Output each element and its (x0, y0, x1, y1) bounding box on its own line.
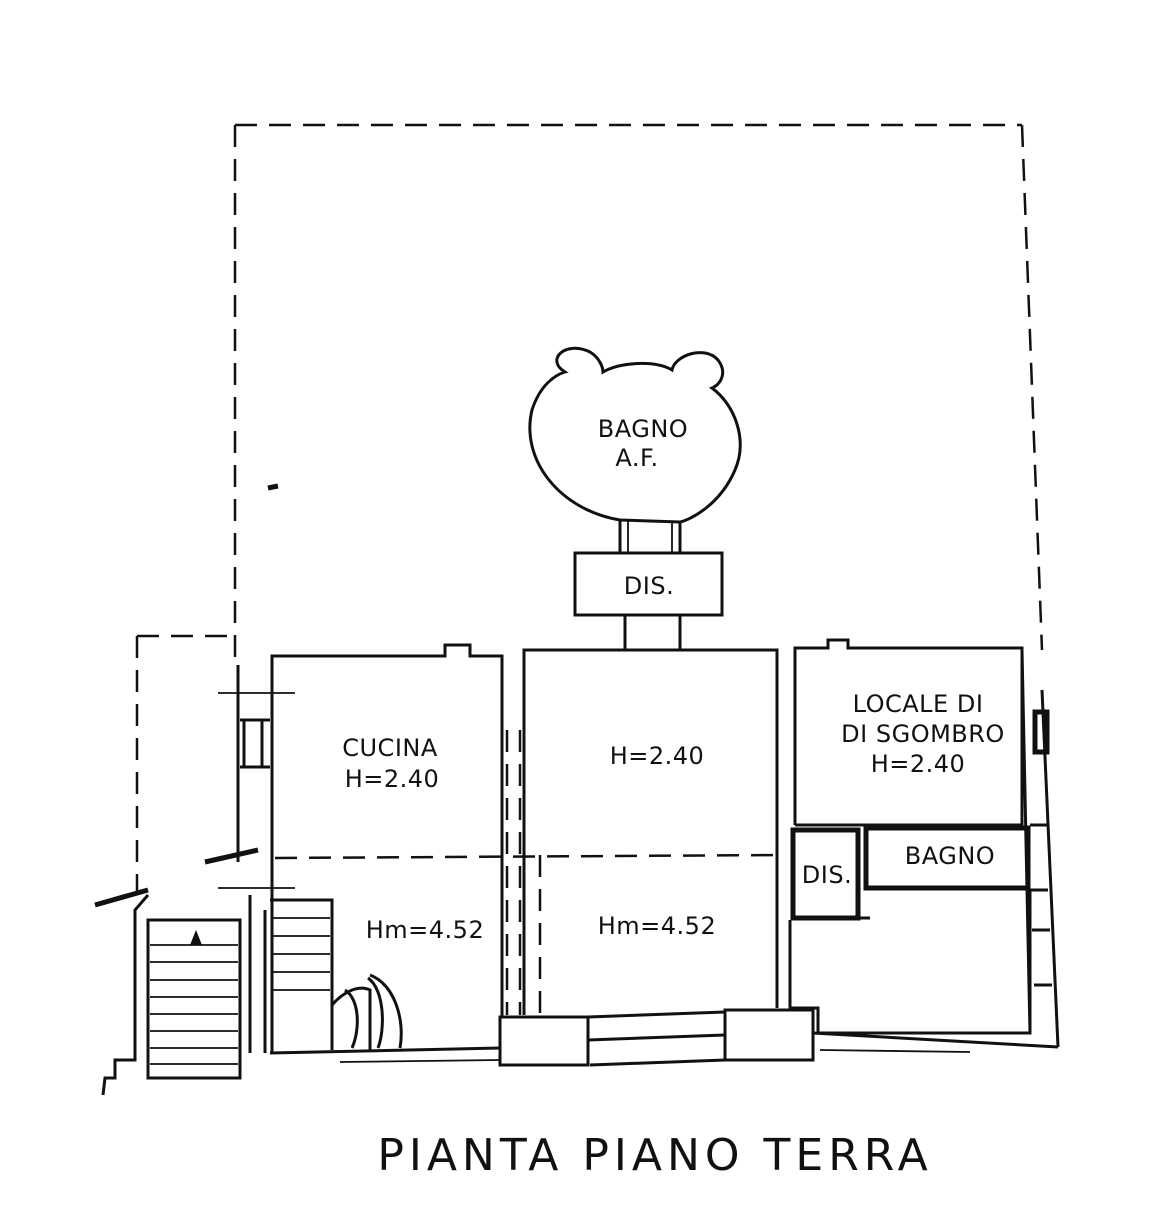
gate-mark (204, 847, 259, 865)
locale-label-2: DI SGOMBRO (841, 720, 1005, 748)
bagno-af-label-1: BAGNO (598, 415, 688, 443)
left-exterior-wall (218, 665, 295, 1053)
mezzanine-dashed-line (274, 853, 786, 860)
cucina-label: CUCINA (342, 734, 438, 762)
inner-staircase (270, 898, 403, 1050)
locale-label-1: LOCALE DI (853, 690, 984, 718)
bagno-right-room (863, 825, 1031, 891)
connector-top (618, 520, 682, 553)
bagno-af-label-2: A.F. (615, 444, 658, 472)
dis-top-room (573, 551, 724, 617)
dis-right-room (790, 827, 861, 921)
gate-mark-left (94, 887, 149, 908)
lower-right-room (788, 890, 1032, 1035)
plot-boundary (135, 123, 1044, 895)
central-height-label: H=2.40 (610, 742, 705, 770)
hm-center-label: Hm=4.52 (598, 912, 716, 940)
locale-height-label: H=2.40 (871, 750, 966, 778)
bottom-wall (269, 1008, 1059, 1067)
hm-left-label: Hm=4.52 (366, 916, 484, 944)
dis-top-label: DIS. (624, 572, 674, 600)
plan-title: PIANTA PIANO TERRA (377, 1130, 932, 1181)
dis-right-label: DIS. (802, 861, 852, 889)
left-staircase (146, 918, 242, 1080)
cucina-height-label: H=2.40 (345, 765, 440, 793)
entrance-steps (101, 894, 150, 1096)
cucina-room (270, 643, 504, 1053)
opening-dashes (505, 730, 542, 1015)
bagno-right-label: BAGNO (905, 842, 995, 870)
connector-middle (623, 615, 682, 650)
central-room (522, 648, 779, 1015)
right-exterior-wall (1020, 649, 1060, 1048)
bagno-af-outline (528, 346, 742, 524)
locale-room (793, 638, 1024, 827)
scan-speck (267, 483, 279, 491)
